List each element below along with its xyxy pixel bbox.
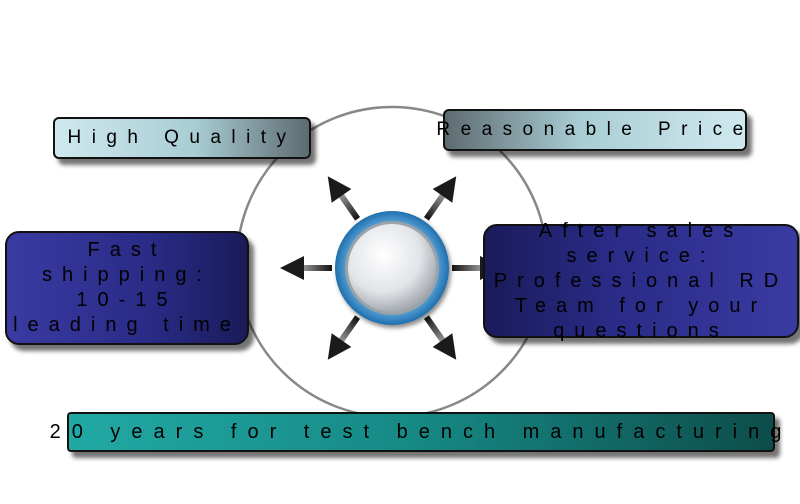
fast-shipping-box: Fast shipping: 10-15 leading time [5,231,249,345]
high-quality-box: High Quality [53,117,311,159]
fast-shipping-line-1: Fast shipping: [41,239,213,286]
arrows-group [280,176,504,360]
arrow-down-right-icon [423,315,457,360]
center-orb-icon [348,224,436,312]
reasonable-price-label: Reasonable Price [436,119,754,140]
arrow-left-icon [280,256,332,280]
after-sales-line-4: questions [553,319,729,342]
reasonable-price-box: Reasonable Price [436,109,747,151]
arrow-up-left-icon [327,176,361,221]
after-sales-line-2: Professional RD [493,269,789,292]
after-sales-line-3: Team for your [514,294,768,317]
years-experience-box: 20 years for test bench manufacturing [50,412,781,452]
fast-shipping-line-3: leading time [13,314,241,336]
arrow-down-left-icon [327,315,361,360]
high-quality-label: High Quality [67,127,297,148]
arrow-up-right-icon [423,176,457,221]
years-experience-label: 20 years for test bench manufacturing [49,420,793,443]
fast-shipping-line-2: 10-15 [76,289,178,311]
after-sales-line-1: After sales service: [538,219,744,267]
after-sales-box: After sales service: Professional RD Tea… [483,220,799,342]
